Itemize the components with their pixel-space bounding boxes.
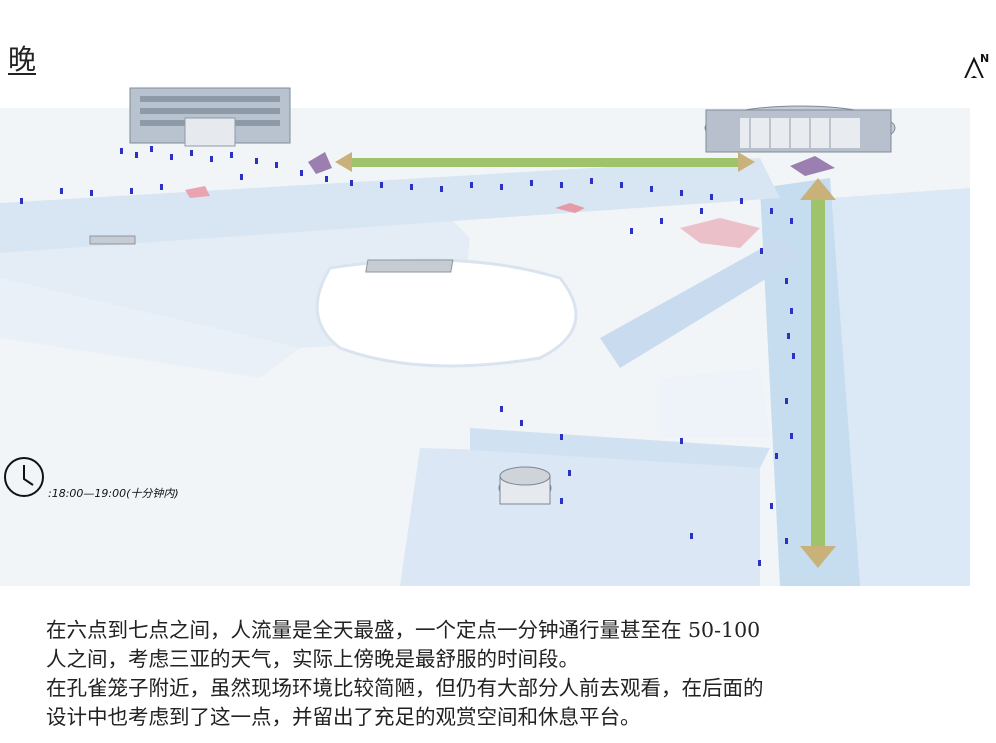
caption-line: 在六点到七点之间，人流量是全天最盛，一个定点一分钟通行量甚至在 50-100 xyxy=(46,618,761,642)
pink-feature-2 xyxy=(680,218,760,248)
clock-icon xyxy=(4,457,44,497)
building-right xyxy=(704,105,896,153)
walkway-bottom xyxy=(470,428,770,468)
plaza-purple-right xyxy=(790,156,835,176)
site-plan-illustration xyxy=(0,78,996,586)
flow-arrow-vertical xyxy=(800,178,836,568)
caption-line: 人之间，考虑三亚的天气，实际上傍晚是最舒服的时间段。 xyxy=(46,647,579,671)
pink-feature-1 xyxy=(555,203,585,213)
caption-text: 在六点到七点之间，人流量是全天最盛，一个定点一分钟通行量甚至在 50-100 人… xyxy=(46,616,976,732)
people-markers xyxy=(20,146,795,566)
walkway-diagonal xyxy=(600,238,800,368)
water-area-right xyxy=(830,188,970,586)
pavilion-center xyxy=(365,259,454,273)
promenade-horizontal xyxy=(0,158,780,253)
flow-arrow-horizontal xyxy=(335,152,755,172)
water-area-center xyxy=(315,258,578,368)
plaza-purple-left xyxy=(308,152,332,174)
page-title: 晚 xyxy=(8,43,37,76)
peacock-cage xyxy=(498,466,552,505)
building-left xyxy=(129,87,291,147)
pink-feature-3 xyxy=(185,186,210,198)
caption-line: 设计中也考虑到了这一点，并留出了充足的观赏空间和休息平台。 xyxy=(46,705,641,729)
north-letter: N xyxy=(980,52,990,65)
water-area-bottom xyxy=(400,448,760,586)
caption-line: 在孔雀笼子附近，虽然现场环境比较简陋，但仍有大部分人前去观看，在后面的 xyxy=(46,676,764,700)
time-range-label: :18:00—19:00(十分钟内) xyxy=(48,487,179,500)
pavilion-left xyxy=(89,235,136,245)
